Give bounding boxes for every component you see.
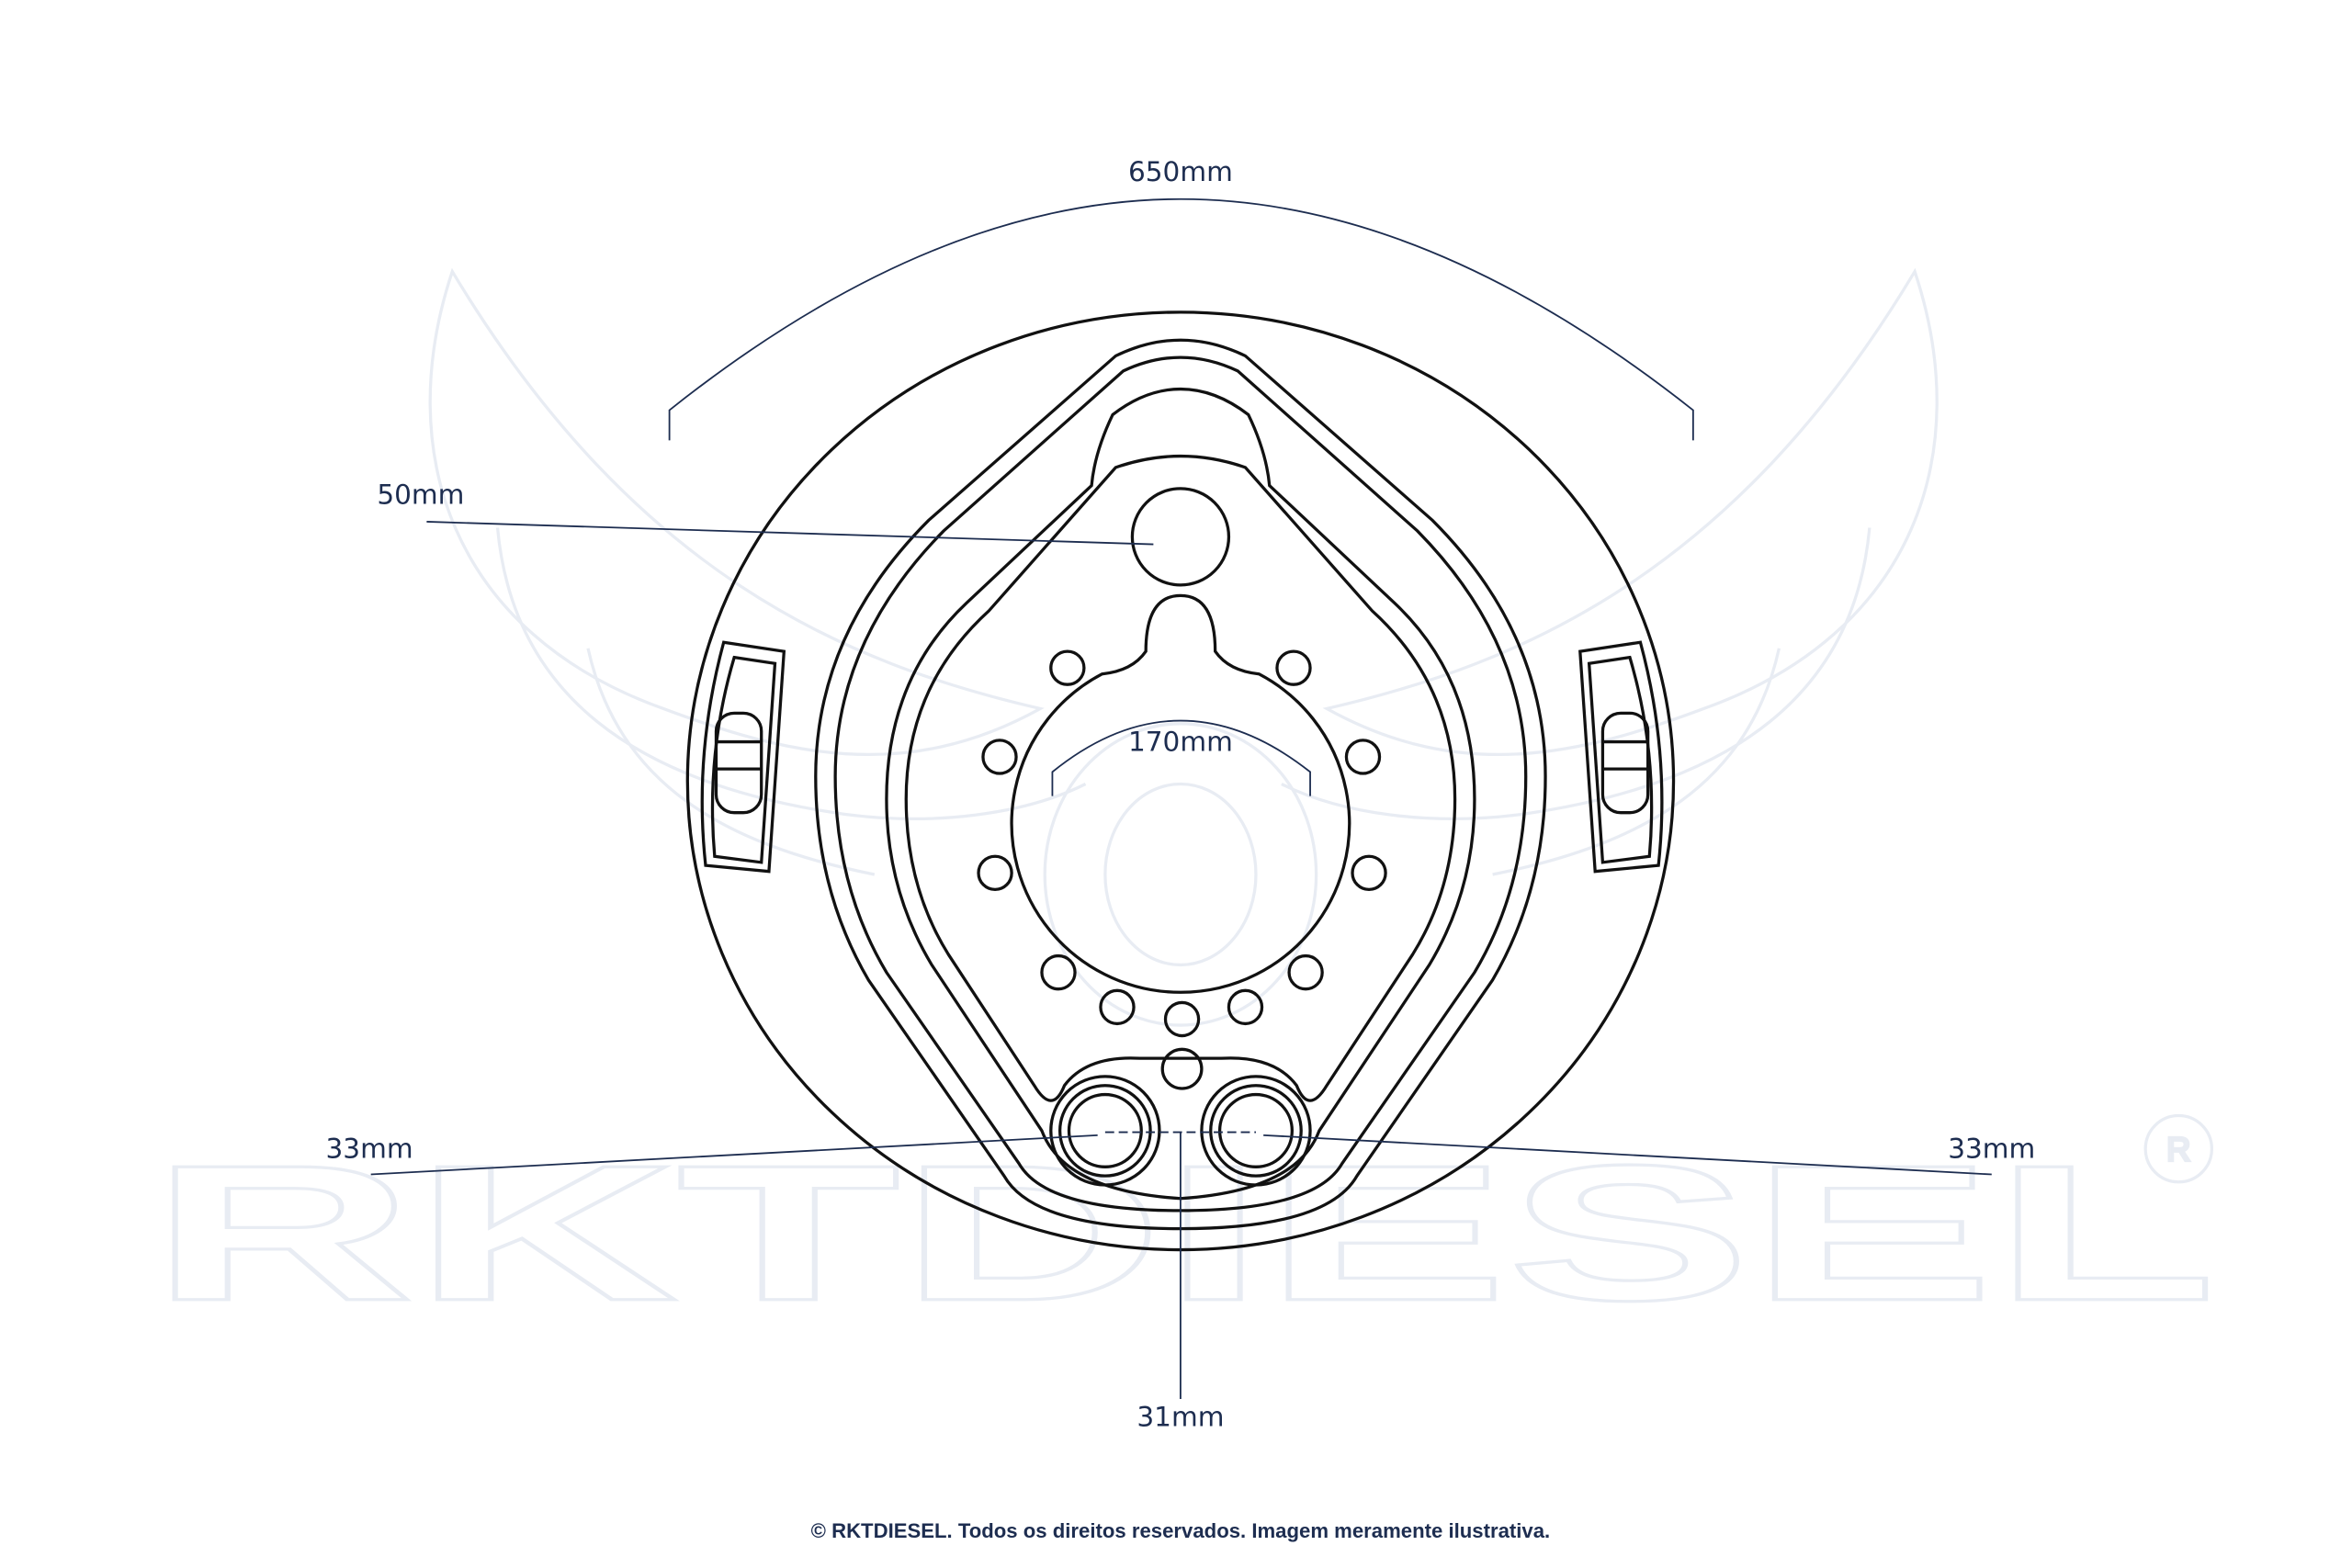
ports [1049, 1075, 1312, 1187]
label-33mm-right: 33mm [1948, 1133, 2035, 1164]
dim-50-leader [426, 521, 1154, 546]
inner-shield-2 [904, 455, 1457, 1102]
dim-33-right-leader [1263, 1134, 1992, 1176]
dim-33-left-leader [370, 1134, 1098, 1176]
outer-shield-2 [833, 355, 1528, 1213]
dimension-lines [370, 197, 1992, 1400]
flange-part [685, 310, 1676, 1252]
watermark-logo: RKTDIESEL R [149, 267, 2218, 1342]
label-50mm: 50mm [377, 479, 464, 510]
top-hole [1130, 487, 1231, 587]
copyright-footer: © RKTDIESEL. Todos os direitos reservado… [811, 1519, 1551, 1542]
center-bore [1010, 593, 1351, 994]
label-33mm-left: 33mm [326, 1133, 413, 1164]
right-handle [1578, 640, 1664, 874]
outer-shield-1 [814, 338, 1547, 1231]
left-handle [700, 640, 786, 874]
dim-170-arc [1051, 719, 1311, 796]
label-650mm: 650mm [1128, 156, 1233, 187]
inner-shield-1 [885, 387, 1476, 1201]
svg-text:RKTDIESEL: RKTDIESEL [151, 1125, 2216, 1341]
label-31mm: 31mm [1136, 1402, 1224, 1433]
bolt-holes [977, 649, 1387, 1090]
svg-text:R: R [2166, 1131, 2190, 1168]
dim-650-arc [668, 197, 1694, 441]
label-170mm: 170mm [1128, 726, 1233, 757]
